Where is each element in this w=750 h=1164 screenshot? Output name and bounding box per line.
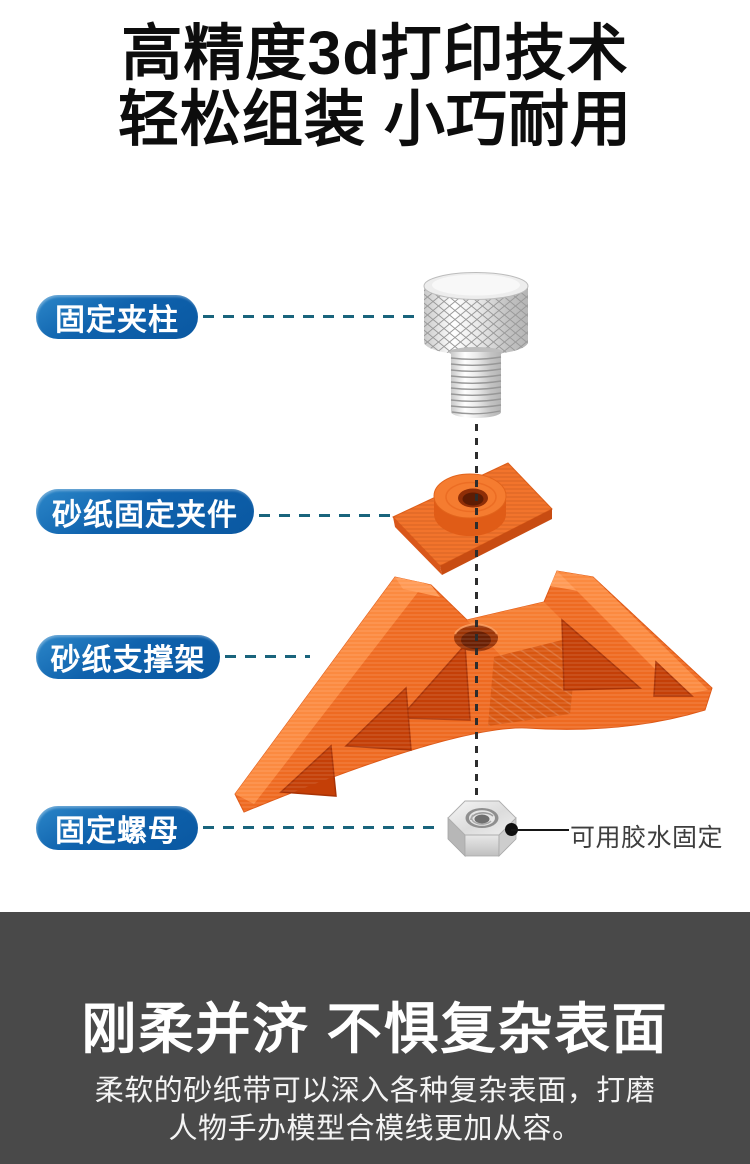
support-frame-image [234, 570, 713, 813]
footer-banner: 刚柔并济 不惧复杂表面 柔软的砂纸带可以深入各种复杂表面，打磨 人物手办模型合模… [0, 912, 750, 1164]
footer-subtitle-line1: 柔软的砂纸带可以深入各种复杂表面，打磨 [94, 1075, 656, 1107]
footer-subtitle-line2: 人物手办模型合模线更加从容。 [168, 1113, 582, 1145]
assembly-axis-line [475, 424, 478, 800]
label-connector-clamp-plate [259, 514, 392, 517]
page-title-line2: 轻松组装 小巧耐用 [118, 85, 632, 153]
glue-note-line [511, 829, 569, 831]
label-text-clamp-post: 固定夹柱 [55, 304, 179, 337]
label-text-support: 砂纸支撑架 [50, 644, 206, 677]
thumb-screw-image [423, 272, 529, 418]
label-pill-support: 砂纸支撑架 [36, 635, 220, 679]
label-connector-nut [203, 826, 443, 829]
page-title-line1: 高精度3d打印技术 [121, 19, 629, 87]
footer-heading: 刚柔并济 不惧复杂表面 [81, 998, 669, 1060]
label-connector-support [225, 655, 310, 658]
glue-note-text: 可用胶水固定 [570, 824, 724, 852]
label-pill-clamp-plate: 砂纸固定夹件 [36, 489, 254, 534]
label-text-nut: 固定螺母 [55, 815, 179, 848]
label-pill-clamp-post: 固定夹柱 [36, 295, 198, 339]
label-text-clamp-plate: 砂纸固定夹件 [52, 498, 238, 532]
footer-subtitle: 柔软的砂纸带可以深入各种复杂表面，打磨 人物手办模型合模线更加从容。 [0, 1072, 750, 1148]
hex-nut-image [447, 800, 517, 857]
clamp-plate-image [392, 462, 553, 575]
label-pill-nut: 固定螺母 [36, 806, 198, 850]
label-connector-clamp-post [203, 315, 419, 318]
page-header: 高精度3d打印技术 轻松组装 小巧耐用 [0, 20, 750, 152]
